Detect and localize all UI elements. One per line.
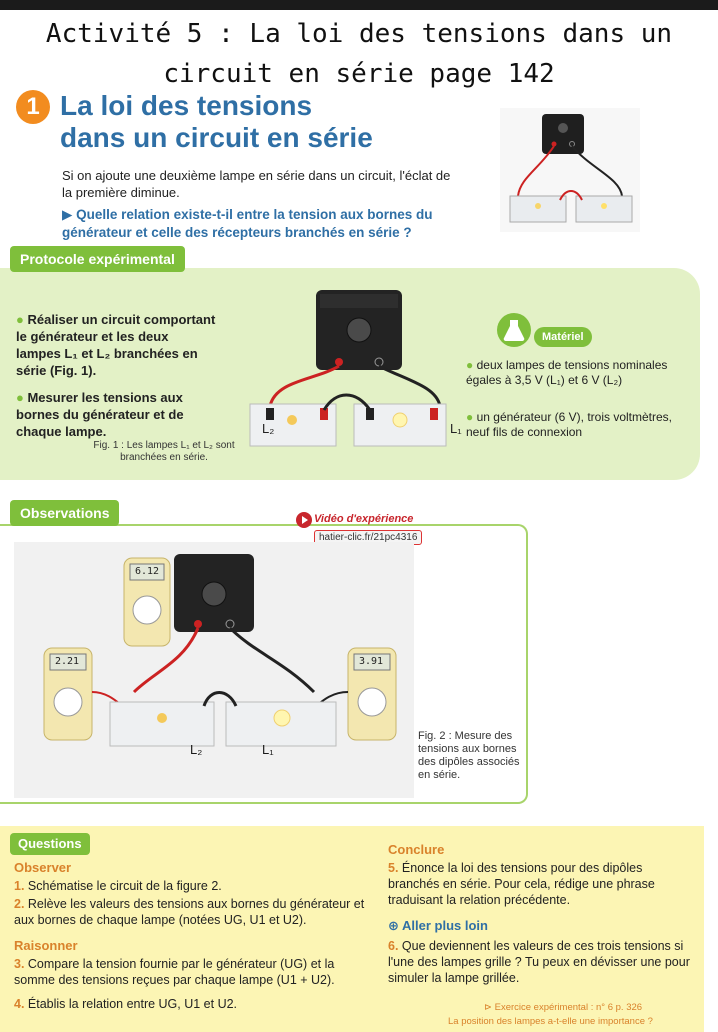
section1-question: ▶ Quelle relation existe-t-il entre la t… <box>62 206 492 242</box>
meter-left-reading: 2.21 <box>54 656 80 667</box>
bullet-dot-icon: ● <box>466 410 477 424</box>
protocol-lamp-l2-label: L₂ <box>262 421 275 436</box>
play-circle-icon: ⊳ <box>484 1002 495 1013</box>
video-label: Vidéo d'expérience <box>314 513 414 525</box>
figure2-caption: Fig. 2 : Mesure des tensions aux bornes … <box>418 730 520 781</box>
protocol-step-2: ● Mesurer les tensions aux bornes du gén… <box>16 390 184 439</box>
section1-heading-line2: dans un circuit en série <box>60 122 373 153</box>
question-1: 1. Schématise le circuit de la figure 2. <box>14 879 222 893</box>
section1-question-text: Quelle relation existe-t-il entre la ten… <box>62 207 433 240</box>
observations-tag: Observations <box>10 500 120 526</box>
section1-heading: La loi des tensions dans un circuit en s… <box>60 90 440 154</box>
protocol-circuit-photo <box>249 290 447 447</box>
section-number-badge: 1 <box>16 90 50 124</box>
observer-heading: Observer <box>14 860 72 875</box>
observation-lamp-l2-label: L₂ <box>190 742 203 757</box>
protocol-lamp-l1-label: L₁ <box>450 421 462 436</box>
conclure-heading: Conclure <box>388 842 445 857</box>
question-4: 4. Établis la relation entre UG, U1 et U… <box>14 997 238 1011</box>
bullet-dot-icon: ● <box>466 358 477 372</box>
question-5: 5. Énonce la loi des tensions pour des d… <box>388 861 655 907</box>
bullet-dot-icon: ● <box>16 390 28 405</box>
aller-plus-loin-heading: ⊕ Aller plus loin <box>388 918 488 933</box>
triangle-bullet-icon: ▶ <box>62 207 77 222</box>
bullet-dot-icon: ● <box>16 312 28 327</box>
meter-top-reading: 6.12 <box>134 566 160 577</box>
page-title: Activité 5 : La loi des tensions dans un… <box>45 19 673 89</box>
observation-lamp-l1-label: L₁ <box>262 742 274 757</box>
materiel-item-2: ● un générateur (6 V), trois voltmètres,… <box>466 410 673 439</box>
question-3: 3. Compare la tension fournie par le gén… <box>14 957 335 987</box>
exercise-subtitle: La position des lampes a-t-elle une impo… <box>448 1016 653 1027</box>
top-bar <box>0 0 718 10</box>
questions-panel <box>0 826 704 1032</box>
questions-tag: Questions <box>10 833 90 855</box>
question-6: 6. Que deviennent les valeurs de ces tro… <box>388 939 690 985</box>
question-2: 2. Relève les valeurs des tensions aux b… <box>14 897 365 927</box>
materiel-tag: Matériel <box>534 327 592 347</box>
exercise-reference[interactable]: ⊳ Exercice expérimental : n° 6 p. 326 <box>484 1002 643 1013</box>
plus-circle-icon: ⊕ <box>388 918 403 933</box>
flask-icon <box>497 313 531 347</box>
video-play-icon <box>296 512 312 528</box>
observation-circuit-photo <box>14 542 414 798</box>
figure1-caption: Fig. 1 : Les lampes L₁ et L₂ sont branch… <box>93 440 235 463</box>
observations-panel <box>0 524 528 804</box>
protocol-step-1: ● Réaliser un circuit comportant le géné… <box>16 312 216 378</box>
raisonner-heading: Raisonner <box>14 938 78 953</box>
meter-right-reading: 3.91 <box>358 656 384 667</box>
section1-circuit-photo <box>500 108 640 232</box>
materiel-item-1: ● deux lampes de tensions nominales égal… <box>466 358 668 387</box>
protocol-tag: Protocole expérimental <box>10 246 185 272</box>
section1-intro-text: Si on ajoute une deuxième lampe en série… <box>62 168 451 200</box>
section1-heading-line1: La loi des tensions <box>60 90 313 121</box>
